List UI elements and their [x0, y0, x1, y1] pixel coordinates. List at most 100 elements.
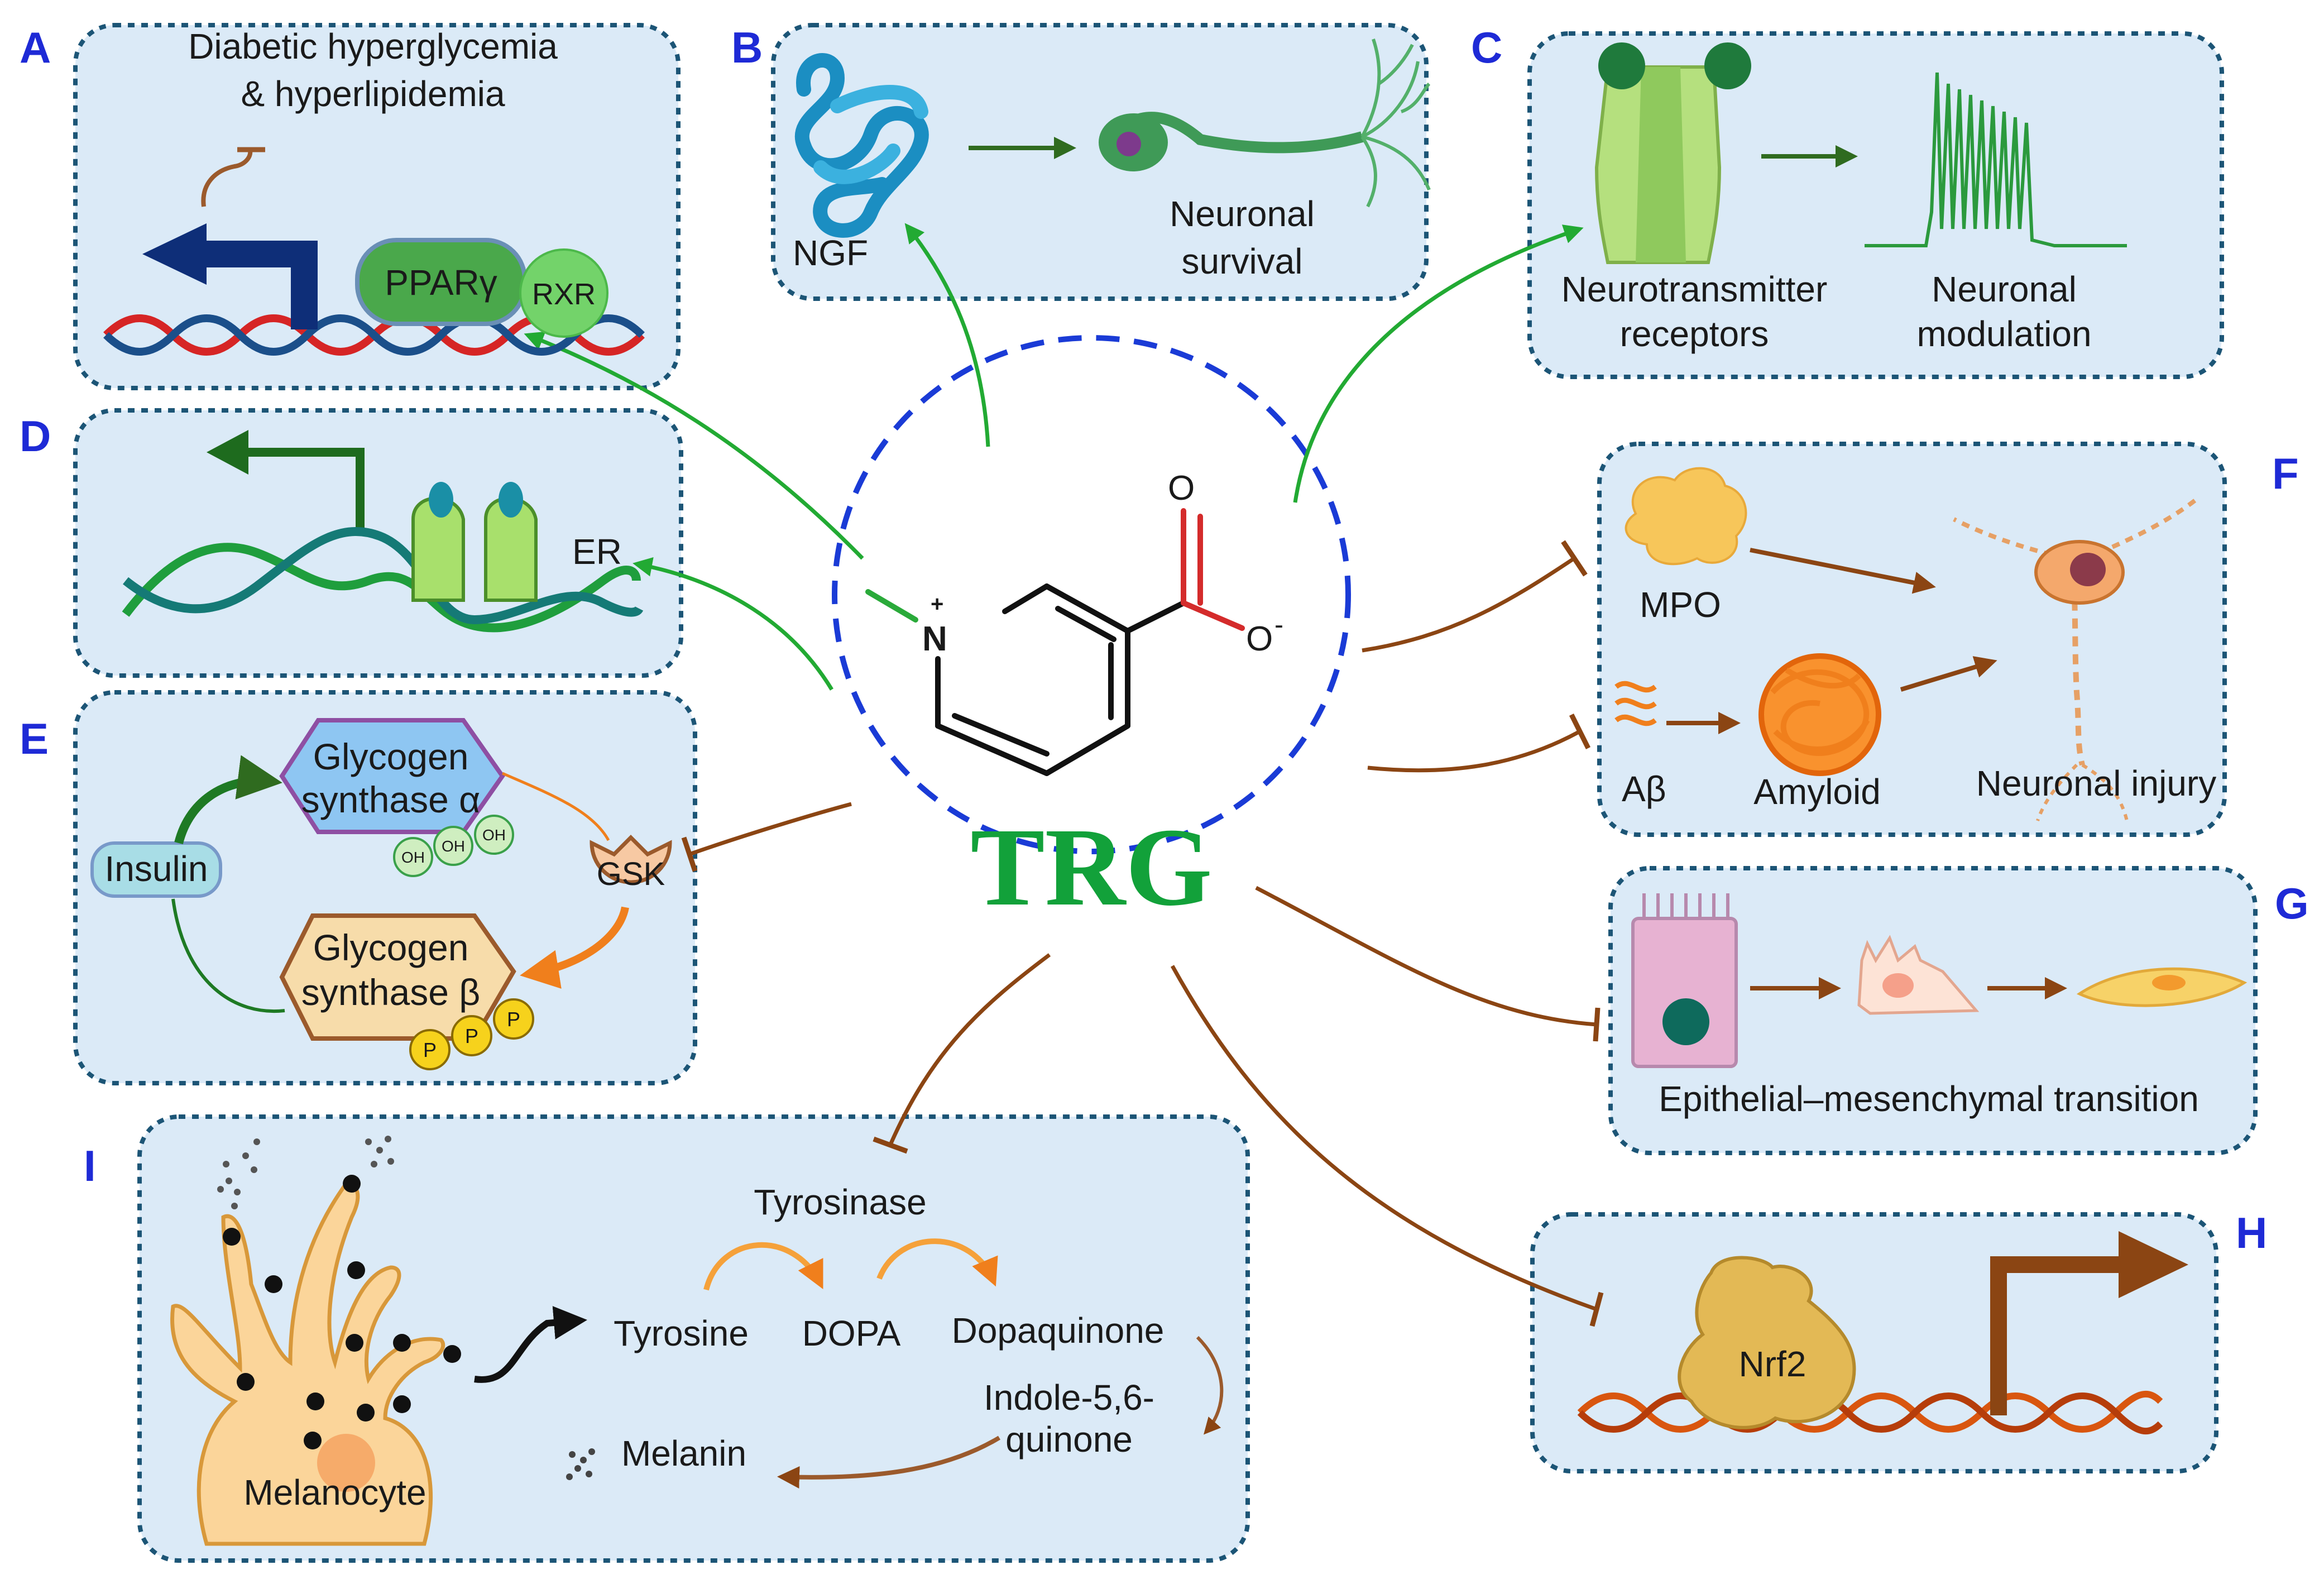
panel-a-line1: Diabetic hyperglycemia — [188, 26, 558, 66]
inhibition-curve — [201, 150, 253, 207]
h-dna-strand-1 — [1577, 1391, 2163, 1433]
oh-groups: OH OH OH — [393, 815, 514, 877]
abeta-label: Aβ — [1622, 769, 1666, 809]
panel-g: Epithelial–mesenchymal transition — [1631, 893, 2248, 1119]
svg-text:P: P — [465, 1025, 478, 1047]
indole-to-melanin-arrow — [777, 1435, 1001, 1489]
o-charge-label: - — [1274, 610, 1283, 640]
amyloid-arrow — [1900, 656, 1997, 692]
panel-b-box — [771, 23, 1429, 301]
inhibit-to-i — [888, 953, 1051, 1146]
nrf2-label: Nrf2 — [1739, 1344, 1807, 1384]
panel-letter-e: E — [20, 714, 49, 763]
connector-arrows — [524, 223, 1604, 1327]
er-receptor-icon — [411, 482, 538, 602]
ppar-label: PPARγ — [385, 262, 497, 303]
rxr-shape — [519, 248, 608, 338]
inhibit-to-h — [1170, 965, 1598, 1312]
melanocyte-icon — [170, 1136, 461, 1546]
svg-text:OH: OH — [401, 849, 425, 866]
panel-letter-c: C — [1471, 23, 1502, 72]
gsb-to-insulin-line — [171, 898, 285, 1013]
n-methyl-bond — [865, 589, 918, 623]
melanocyte-to-tyrosine-arrow — [474, 1306, 587, 1383]
arrow-to-d — [632, 557, 833, 691]
trg-title: TRG — [970, 806, 1212, 929]
nrf2-protein-icon — [1678, 1256, 1856, 1429]
n-charge-label: + — [931, 592, 943, 616]
tyrosinase-arc-1 — [703, 1242, 823, 1291]
mpo-label: MPO — [1640, 585, 1721, 625]
injured-neuron-icon — [1953, 495, 2201, 821]
svg-text:OH: OH — [442, 838, 465, 855]
inhibit-bar-i — [873, 1136, 908, 1154]
svg-text:P: P — [507, 1008, 520, 1031]
mpo-protein-icon — [1625, 467, 1747, 566]
h-transcription-arrow-icon — [1990, 1256, 2121, 1415]
panel-a-line2: & hyperlipidemia — [241, 74, 505, 114]
panel-letter-i: I — [84, 1141, 96, 1190]
action-potential-icon — [1865, 72, 2127, 247]
transcription-arrowhead — [142, 223, 207, 285]
o-right-label: O — [1246, 620, 1273, 658]
neuronal-modulation-line1: Neuronal — [1932, 269, 2077, 309]
panel-letter-f: F — [2272, 449, 2299, 498]
gsk-shape — [590, 835, 672, 884]
mpo-arrow — [1750, 548, 1936, 594]
receptor-label-line1: Neurotransmitter — [1561, 269, 1828, 309]
melanin-granules-icon — [566, 1448, 595, 1480]
rxr-label: RXR — [532, 277, 596, 311]
tyrosinase-label: Tyrosinase — [754, 1182, 926, 1222]
inhibit-bar-f1 — [1561, 540, 1588, 577]
inhibit-bar-e — [681, 836, 698, 872]
panel-letter-d: D — [20, 411, 51, 461]
dopaquinone-label: Dopaquinone — [952, 1310, 1165, 1351]
receptor-channel-icon — [1594, 42, 1751, 264]
tyrosine-label: Tyrosine — [614, 1313, 749, 1353]
ngf-label: NGF — [793, 233, 868, 273]
inhibit-to-f1 — [1362, 557, 1575, 653]
panel-b: NGF Neuronal survival — [793, 39, 1431, 281]
emt-label: Epithelial–mesenchymal transition — [1659, 1079, 2199, 1119]
transitional-nucleus — [1882, 973, 1914, 998]
panel-c: Neurotransmitter receptors Neuronal modu… — [1561, 42, 2127, 354]
gsa-line2: synthase α — [301, 779, 481, 820]
receptor-label-line2: receptors — [1620, 314, 1769, 354]
neuron-icon — [1099, 39, 1431, 208]
h-dna-strand-2 — [1577, 1392, 2163, 1434]
epithelial-cell-icon — [1631, 893, 1738, 1068]
pyridine-ring-icon — [935, 508, 1245, 776]
melanocyte-label: Melanocyte — [243, 1472, 426, 1513]
inhibit-bar-h — [1589, 1291, 1604, 1327]
dopaquinone-to-indole-arrow — [1196, 1336, 1224, 1435]
h-arrowhead — [2119, 1231, 2188, 1298]
panel-f: MPO Aβ Amyloid Neuronal injury — [1614, 467, 2216, 821]
gsk-label: GSK — [597, 856, 665, 892]
gsa-line1: Glycogen — [313, 736, 469, 777]
inhibit-bar-g — [1593, 1007, 1601, 1042]
inhibit-to-f2 — [1367, 729, 1581, 773]
indole-line2: quinone — [1005, 1419, 1133, 1459]
gsk-to-gsb-arrow — [520, 906, 629, 989]
gsb-line2: synthase β — [301, 972, 480, 1013]
panel-letter-g: G — [2275, 879, 2309, 928]
n-atom-label: N — [922, 620, 947, 658]
panel-d: ER — [122, 430, 644, 633]
trg-center: N + O O - TRG — [832, 335, 1351, 929]
d-transcription-arrow — [246, 448, 365, 528]
arrow-to-c — [1293, 224, 1584, 503]
trg-dashed-circle — [832, 335, 1351, 854]
panel-h-box — [1530, 1212, 2218, 1473]
ngf-protein-icon — [795, 53, 929, 238]
svg-text:OH: OH — [482, 826, 506, 844]
arrow-to-a — [524, 331, 864, 560]
phosphate-groups: P P P — [409, 998, 534, 1070]
panel-e: Glycogen synthase α OH OH OH GSK Insulin… — [90, 718, 672, 1070]
insulin-shape — [90, 841, 222, 898]
svg-text:P: P — [423, 1039, 437, 1061]
arrow-to-b — [904, 223, 990, 447]
panel-letter-h: H — [2236, 1208, 2267, 1257]
tyrosinase-arc-2 — [876, 1238, 998, 1287]
gsb-line1: Glycogen — [313, 927, 469, 968]
